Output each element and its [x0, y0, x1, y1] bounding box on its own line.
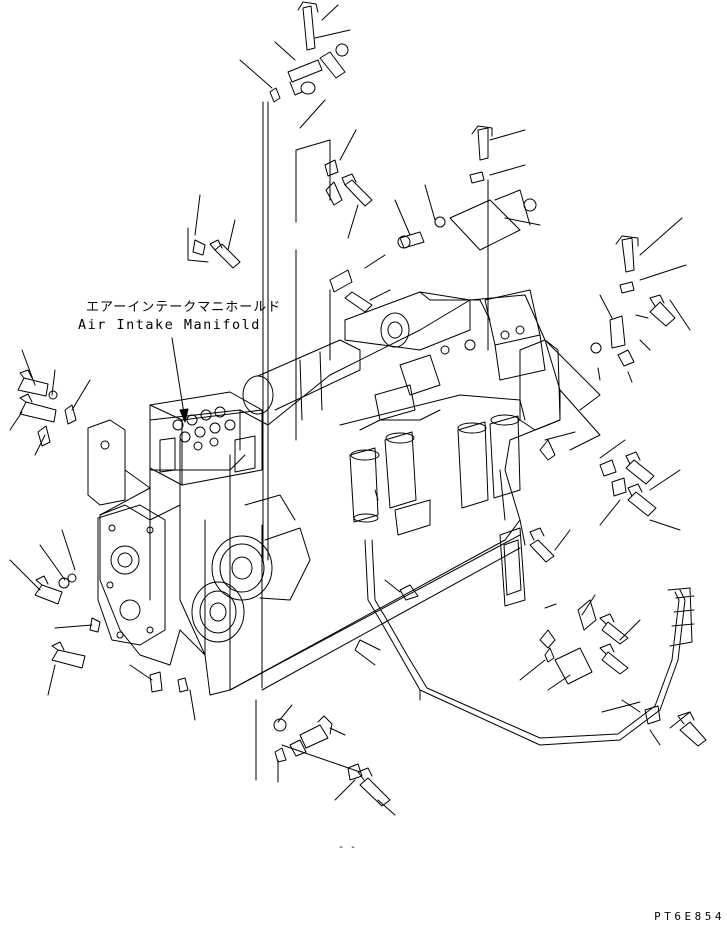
callout-label-en: Air Intake Manifold	[78, 317, 261, 333]
pulley-alternator	[192, 495, 310, 642]
side-bracket	[520, 340, 600, 450]
front-cover	[98, 505, 165, 645]
fastener-group-left	[10, 350, 195, 720]
fastener-group-lower-right	[385, 440, 706, 746]
drawing-code: PT6E854	[654, 910, 725, 923]
air-intake-manifold-part	[150, 392, 262, 485]
turbocharger	[345, 290, 545, 420]
fastener-group-right	[395, 126, 690, 382]
text-fragment: - -	[338, 842, 357, 853]
fastener-group-bottom	[256, 700, 395, 815]
fastener-group-mid	[188, 130, 390, 440]
intake-pipe	[243, 340, 360, 420]
fuel-filters	[340, 395, 525, 535]
fastener-group-top	[240, 2, 350, 560]
callout-label-jp: エアーインテークマニホールド	[86, 300, 282, 315]
callout-arrow	[172, 338, 188, 422]
fuel-tube	[355, 540, 694, 745]
